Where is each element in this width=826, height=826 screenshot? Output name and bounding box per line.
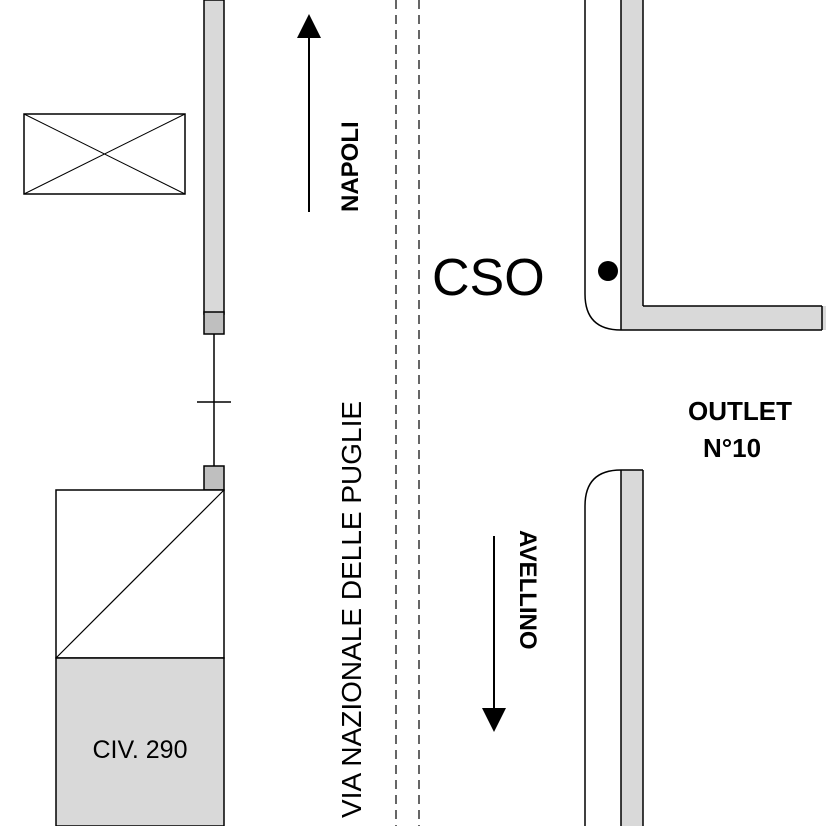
building-block — [55, 489, 225, 659]
direction-south-label: AVELLINO — [514, 530, 541, 650]
gate-post-lower — [203, 465, 225, 491]
cso-label: CSO — [432, 249, 545, 307]
right-wall-lower — [584, 469, 644, 826]
civic-block — [55, 657, 225, 826]
direction-north-label: NAPOLI — [337, 121, 364, 212]
north-arrow-icon — [297, 14, 321, 212]
right-wall-upper — [584, 0, 826, 331]
crossed-structure-box — [23, 113, 186, 195]
left-wall-upper — [203, 0, 225, 315]
south-arrow-icon — [482, 536, 506, 732]
gate-post-upper — [203, 311, 225, 335]
cso-marker-icon — [598, 261, 618, 281]
outlet-label-line1: OUTLET — [688, 396, 792, 426]
civic-number-label: CIV. 290 — [93, 736, 188, 764]
outlet-label-line2: N°10 — [703, 433, 761, 463]
street-name-label: VIA NAZIONALE DELLE PUGLIE — [336, 401, 367, 818]
